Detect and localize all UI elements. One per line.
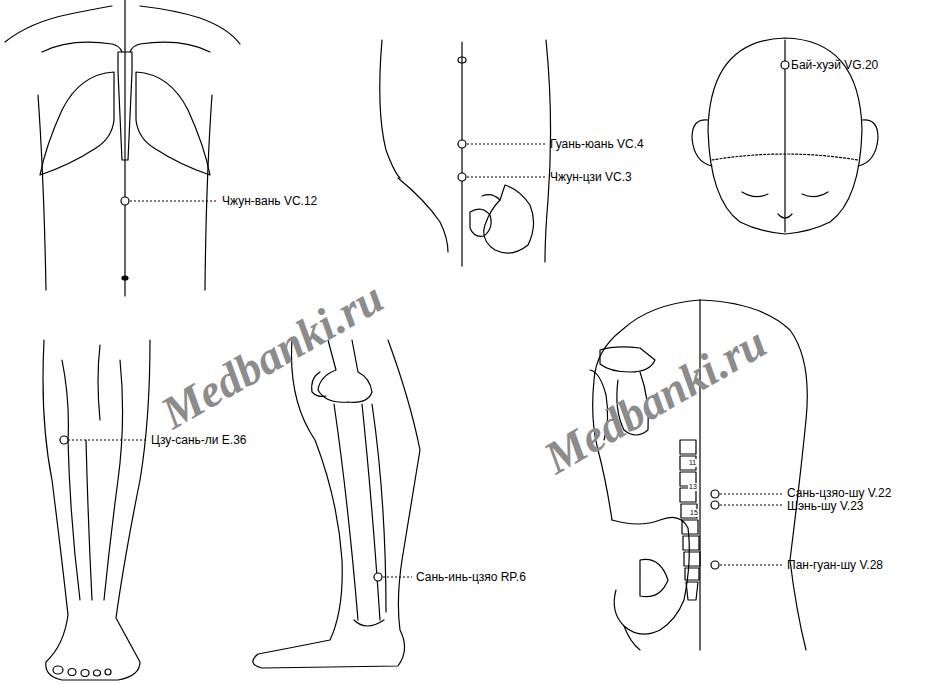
- point-label: Цзу-сань-ли E.36: [151, 433, 247, 447]
- vertebra-number: 15: [689, 509, 699, 517]
- point-label: Гуань-юань VC.4: [550, 137, 644, 151]
- watermark: Medbanki.ru: [535, 315, 775, 484]
- point-label: Чжун-цзи VC.3: [550, 170, 632, 184]
- point-label: Сань-инь-цзяо RP.6: [416, 570, 526, 584]
- point-label: Сань-цзяо-шу V.22: [787, 486, 891, 500]
- point-label: Бай-хуэй VG.20: [791, 58, 878, 72]
- point-label: Пан-гуан-шу V.28: [787, 558, 883, 572]
- vertebra-number: 13: [688, 483, 698, 491]
- watermark: Medbanki.ru: [152, 270, 392, 439]
- point-label: Шэнь-шу V.23: [787, 499, 864, 513]
- vertebra-number: 11: [688, 459, 697, 467]
- point-label: Чжун-вань VC.12: [222, 194, 317, 208]
